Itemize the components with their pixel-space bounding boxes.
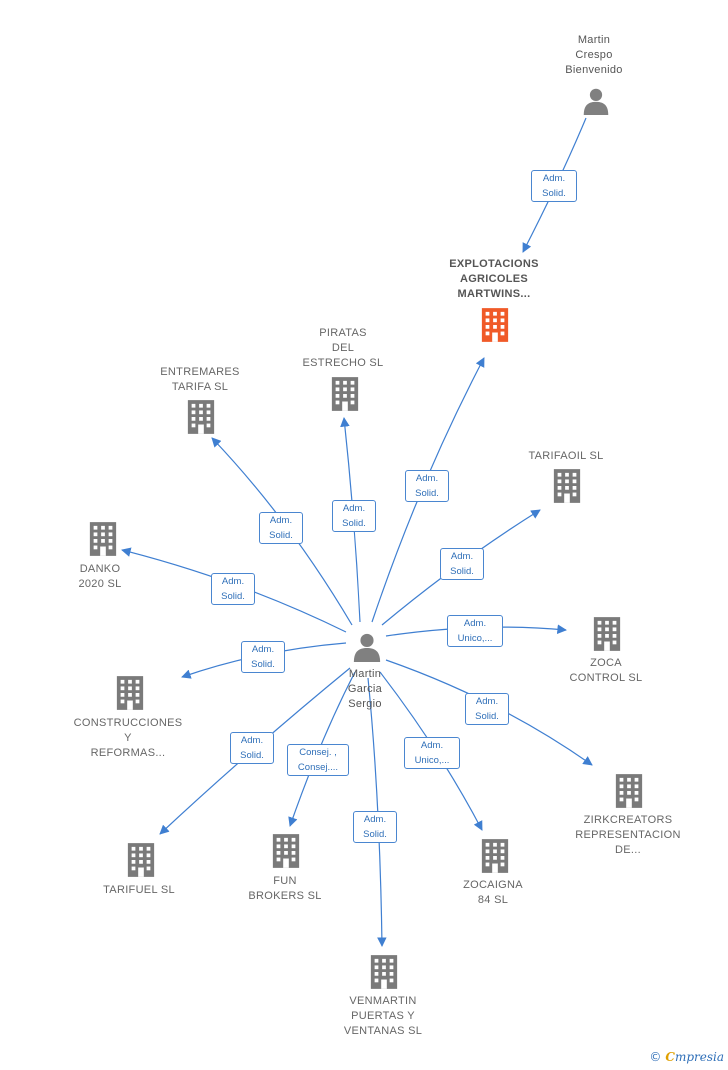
edge-label-danko[interactable]: Adm. Solid.: [211, 573, 255, 605]
building-icon[interactable]: [615, 774, 643, 808]
brand-initial: C: [665, 1050, 675, 1064]
main-company-label[interactable]: EXPLOTACIONS AGRICOLES MARTWINS...: [449, 258, 539, 300]
center-person-label[interactable]: Martin Garcia Sergio: [347, 668, 383, 710]
person-top-icon[interactable]: [583, 88, 609, 115]
edge-label-zirkcreators[interactable]: Adm. Solid.: [465, 693, 509, 725]
brand-text: mpresia: [674, 1050, 724, 1064]
edge-label-piratas[interactable]: Adm. Solid.: [332, 500, 376, 532]
building-icon[interactable]: [187, 400, 215, 434]
edge-label-venmartin[interactable]: Adm. Solid.: [353, 811, 397, 843]
building-icon[interactable]: [481, 839, 509, 873]
company-label-tarifuel[interactable]: TARIFUEL SL: [103, 884, 175, 896]
edge-label-zocaigna[interactable]: Adm. Unico,...: [404, 737, 460, 769]
building-icon[interactable]: [272, 834, 300, 868]
building-icon[interactable]: [553, 469, 581, 503]
edge-label-tarifuel[interactable]: Adm. Solid.: [230, 732, 274, 764]
top-person-label[interactable]: Martin Crespo Bienvenido: [565, 34, 623, 76]
building-icon[interactable]: [331, 377, 359, 411]
edge-label-explotacions[interactable]: Adm. Solid.: [405, 470, 449, 502]
building-icon[interactable]: [370, 955, 398, 989]
edge-label-funbrokers[interactable]: Consej. , Consej....: [287, 744, 349, 776]
edge-venmartin: [367, 677, 387, 947]
building-main-icon[interactable]: [481, 308, 509, 342]
edge-label-entremares[interactable]: Adm. Solid.: [259, 512, 303, 544]
edge-label-top[interactable]: Adm. Solid.: [531, 170, 577, 202]
company-label-tarifaoil[interactable]: TARIFAOIL SL: [528, 450, 604, 462]
company-label-zirkcreators[interactable]: ZIRKCREATORS REPRESENTACION DE...: [575, 814, 681, 856]
copyright-symbol: ©: [649, 1050, 662, 1064]
company-label-entremares[interactable]: ENTREMARES TARIFA SL: [160, 366, 240, 393]
edge-label-zoca[interactable]: Adm. Unico,...: [447, 615, 503, 647]
company-label-danko[interactable]: DANKO 2020 SL: [78, 563, 122, 590]
company-label-construcciones[interactable]: CONSTRUCCIONES Y REFORMAS...: [73, 717, 183, 759]
building-icon[interactable]: [89, 522, 117, 556]
building-icon[interactable]: [116, 676, 144, 710]
person-center-icon[interactable]: [353, 633, 381, 662]
edge-label-construcciones[interactable]: Adm. Solid.: [241, 641, 285, 673]
company-label-zocaigna[interactable]: ZOCAIGNA 84 SL: [463, 879, 523, 906]
company-label-piratas[interactable]: PIRATAS DEL ESTRECHO SL: [302, 327, 384, 369]
edge-label-tarifaoil[interactable]: Adm. Solid.: [440, 548, 484, 580]
building-icon[interactable]: [593, 617, 621, 651]
building-icon[interactable]: [127, 843, 155, 877]
empresia-logo[interactable]: ©Cmpresia: [649, 1050, 724, 1064]
company-label-funbrokers[interactable]: FUN BROKERS SL: [248, 875, 322, 902]
company-label-venmartin[interactable]: VENMARTIN PUERTAS Y VENTANAS SL: [343, 995, 423, 1037]
company-label-zoca[interactable]: ZOCA CONTROL SL: [569, 657, 643, 684]
